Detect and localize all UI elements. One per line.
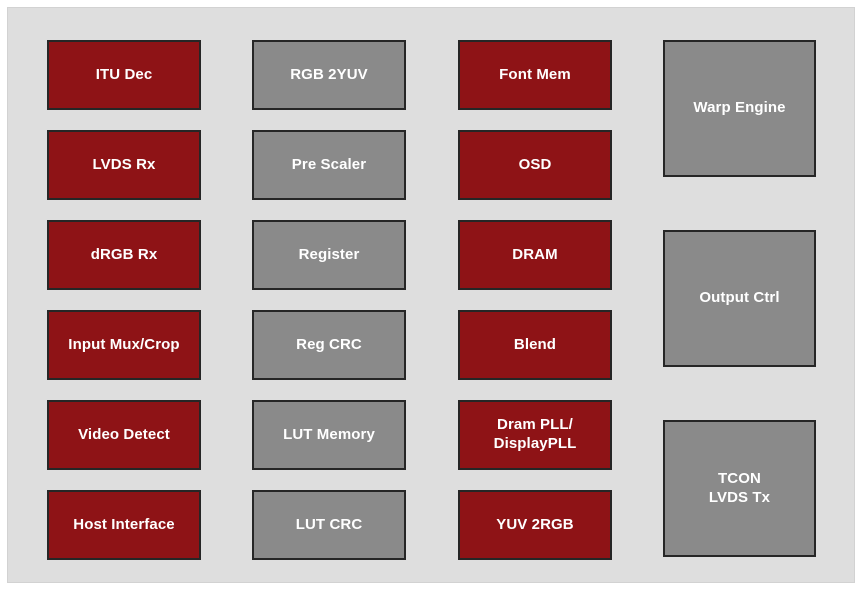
block-reg-crc[interactable]: Reg CRC bbox=[252, 310, 406, 380]
block-rgb-2yuv[interactable]: RGB 2YUV bbox=[252, 40, 406, 110]
block-video-detect[interactable]: Video Detect bbox=[47, 400, 201, 470]
block-register[interactable]: Register bbox=[252, 220, 406, 290]
block-itu-dec[interactable]: ITU Dec bbox=[47, 40, 201, 110]
block-label: LVDS Rx bbox=[92, 155, 156, 173]
block-lut-crc[interactable]: LUT CRC bbox=[252, 490, 406, 560]
block-label: RGB 2YUV bbox=[290, 65, 368, 83]
block-label: LUT CRC bbox=[295, 515, 363, 533]
block-label: Warp Engine bbox=[693, 99, 786, 117]
block-label: Font Mem bbox=[499, 65, 571, 83]
block-label: Pre Scaler bbox=[291, 155, 367, 173]
block-yuv-2rgb[interactable]: YUV 2RGB bbox=[458, 490, 612, 560]
block-pre-scaler[interactable]: Pre Scaler bbox=[252, 130, 406, 200]
block-label: Dram PLL/ DisplayPLL bbox=[493, 416, 577, 452]
block-font-mem[interactable]: Font Mem bbox=[458, 40, 612, 110]
block-input-mux-crop[interactable]: Input Mux/Crop bbox=[47, 310, 201, 380]
block-label: Blend bbox=[513, 335, 557, 353]
block-label: Output Ctrl bbox=[699, 289, 780, 307]
block-warp-engine[interactable]: Warp Engine bbox=[663, 40, 816, 177]
block-osd[interactable]: OSD bbox=[458, 130, 612, 200]
block-label: Input Mux/Crop bbox=[68, 335, 180, 353]
block-output-ctrl[interactable]: Output Ctrl bbox=[663, 230, 816, 367]
block-drgb-rx[interactable]: dRGB Rx bbox=[47, 220, 201, 290]
block-label: ITU Dec bbox=[95, 65, 153, 83]
block-label: Register bbox=[298, 245, 360, 263]
block-label: LUT Memory bbox=[283, 425, 375, 443]
block-label: Host Interface bbox=[73, 515, 175, 533]
block-dram[interactable]: DRAM bbox=[458, 220, 612, 290]
block-label: TCON LVDS Tx bbox=[708, 469, 771, 506]
block-lut-memory[interactable]: LUT Memory bbox=[252, 400, 406, 470]
block-label: Video Detect bbox=[78, 425, 170, 443]
block-blend[interactable]: Blend bbox=[458, 310, 612, 380]
block-label: YUV 2RGB bbox=[496, 515, 574, 533]
block-host-interface[interactable]: Host Interface bbox=[47, 490, 201, 560]
block-label: OSD bbox=[518, 155, 552, 173]
block-tcon-lvds-tx[interactable]: TCON LVDS Tx bbox=[663, 420, 816, 557]
block-dram-pll-display-pll[interactable]: Dram PLL/ DisplayPLL bbox=[458, 400, 612, 470]
block-lvds-rx[interactable]: LVDS Rx bbox=[47, 130, 201, 200]
block-label: dRGB Rx bbox=[90, 245, 158, 263]
block-label: Reg CRC bbox=[296, 335, 362, 353]
diagram-canvas: ITU Dec LVDS Rx dRGB Rx Input Mux/Crop V… bbox=[7, 7, 855, 583]
block-label: DRAM bbox=[512, 245, 558, 263]
